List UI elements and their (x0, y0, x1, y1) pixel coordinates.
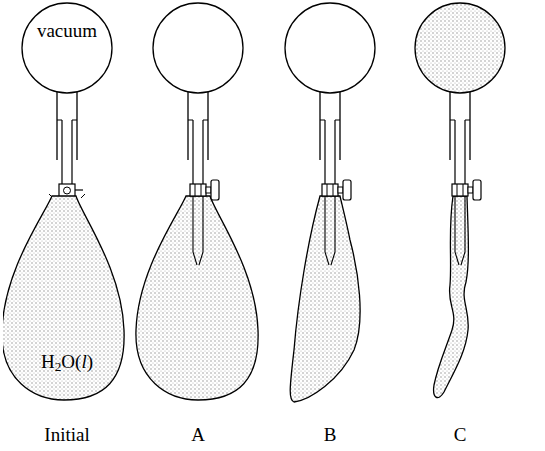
bag-outline (3, 194, 131, 404)
stage-label: C (454, 424, 467, 446)
stage-label: A (191, 424, 205, 446)
vacuum-bulb: vacuum (21, 2, 113, 94)
stage-label: Initial (44, 424, 89, 446)
node-label: H2O(l) (41, 351, 93, 373)
water-bag: H2O(l) (3, 194, 131, 404)
stage-label: B (324, 424, 337, 446)
circle-outline (21, 2, 113, 94)
node-label: vacuum (37, 20, 97, 42)
